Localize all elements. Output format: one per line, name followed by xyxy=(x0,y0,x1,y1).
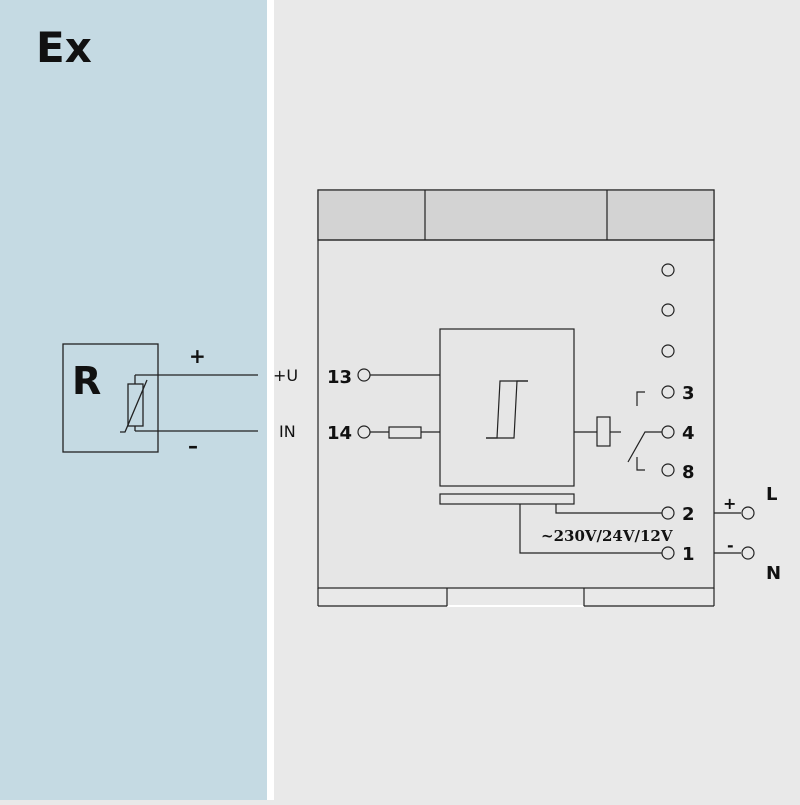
terminal-14-label: 14 xyxy=(327,423,352,444)
sensor-resistor xyxy=(62,343,258,453)
wire-label-plus-u: +U xyxy=(273,366,298,385)
supply-l-label: L xyxy=(766,484,777,505)
terminal-4-label: 4 xyxy=(682,423,695,444)
sensor-minus-sign: – xyxy=(188,434,198,458)
terminal-3-label: 3 xyxy=(682,383,695,404)
sensor-label: R xyxy=(72,359,101,403)
zone-divider xyxy=(267,0,274,800)
terminal-2-label: 2 xyxy=(682,504,695,525)
supply-plus-sign: + xyxy=(723,494,736,513)
terminal-1-label: 1 xyxy=(682,544,695,565)
terminal-13-label: 13 xyxy=(327,367,352,388)
device-housing xyxy=(317,189,715,607)
housing-rail-gap xyxy=(448,589,583,606)
supply-n-label: N xyxy=(766,563,781,584)
ex-zone-label: Ex xyxy=(36,23,92,72)
sensor-plus-sign: + xyxy=(189,344,206,368)
terminal-8-label: 8 xyxy=(682,462,695,483)
wire-label-in: IN xyxy=(279,422,296,441)
supply-minus-sign: - xyxy=(727,536,734,555)
internal-circuit xyxy=(357,263,755,560)
supply-voltage-label: ~230V/24V/12V xyxy=(541,527,673,545)
